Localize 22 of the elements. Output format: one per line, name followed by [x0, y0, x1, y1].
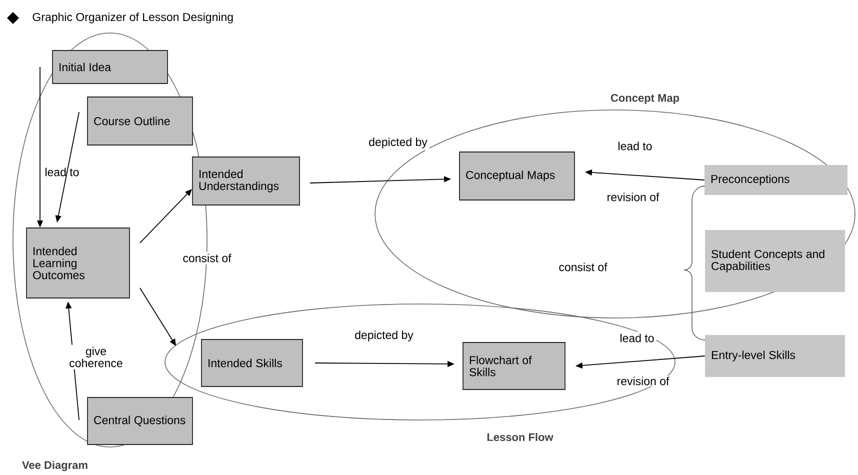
concept-box: Intended Skills	[201, 339, 303, 387]
concept-box: Flowchart of Skills	[462, 342, 566, 390]
edge-label: consist of	[180, 252, 234, 264]
concept-box: Initial Idea	[52, 50, 168, 84]
relation-label: consist of	[558, 262, 608, 272]
edge-label: give coherence	[64, 344, 128, 370]
region-title: Vee Diagram	[20, 460, 90, 472]
region-title: Lesson Flow	[486, 432, 554, 442]
edge-label: depicted by	[366, 136, 430, 150]
concept-box: Intended Learning Outcomes	[26, 228, 130, 298]
concept-box: Conceptual Maps	[459, 152, 575, 200]
edge-label: lead to	[618, 332, 656, 344]
edge-label: depicted by	[352, 328, 416, 344]
title: Graphic Organizer of Lesson Designing	[32, 12, 233, 24]
concept-box: Central Questions	[87, 397, 193, 445]
input-box: Student Concepts and Capabilities	[705, 230, 845, 292]
concept-box: Intended Understandings	[192, 156, 300, 206]
input-box: Preconceptions	[704, 165, 848, 195]
concept-box: Course Outline	[87, 96, 193, 146]
input-box: Entry-level Skills	[705, 335, 845, 377]
region-title: Concept Map	[609, 93, 681, 105]
edge-label: lead to	[616, 140, 654, 152]
